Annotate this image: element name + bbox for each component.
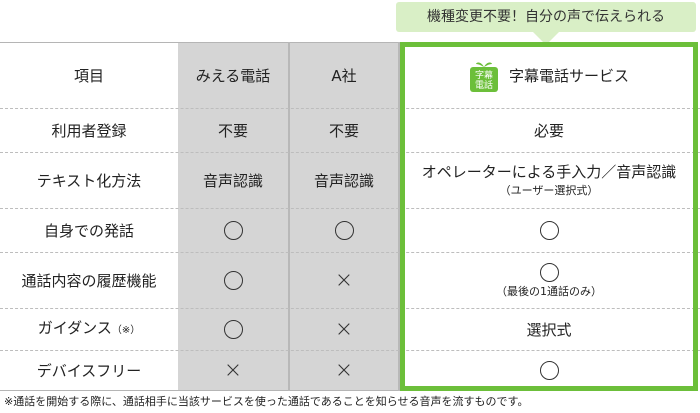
row-item: 自身での発話 (0, 209, 178, 252)
mieru-value: 不要 (217, 121, 248, 140)
logo-text-line1: 字幕 (475, 69, 493, 81)
jimaku-cell: （最後の1通話のみ） (400, 253, 698, 308)
a-company-cell: × (290, 253, 398, 308)
available-circle-icon (539, 221, 559, 240)
row-item: ガイダンス（※） (0, 309, 178, 350)
header-mieru: みえる電話 (178, 43, 288, 108)
jimaku-cell: オペレーターによる手入力／音声認識 （ユーザー選択式） (400, 153, 698, 208)
mieru-cell: × (178, 351, 288, 390)
row-item: 利用者登録 (0, 109, 178, 152)
mieru-value: 音声認識 (202, 171, 263, 190)
callout-pointer (533, 32, 559, 45)
row-divider (0, 252, 700, 253)
available-circle-icon (539, 361, 559, 380)
available-circle-icon (223, 320, 243, 339)
mieru-cell (178, 253, 288, 308)
a-company-value: 不要 (328, 121, 359, 140)
row-item: テキスト化方法 (0, 153, 178, 208)
a-company-cell: 不要 (290, 109, 398, 152)
mieru-cell (178, 209, 288, 252)
a-company-value: 音声認識 (313, 171, 374, 190)
available-circle-icon (223, 271, 243, 290)
mieru-cell: 不要 (178, 109, 288, 152)
header-jimaku: 字幕 電話 字幕電話サービス (400, 43, 698, 108)
jimaku-cell (400, 351, 698, 390)
callout-text: 機種変更不要！自分の声で伝えられる (427, 9, 665, 25)
mieru-cell (178, 309, 288, 350)
row-item-label: 通話内容の履歴機能 (21, 271, 157, 290)
footnote: ※通話を開始する際に、通話相手に当該サービスを使った通話であることを知らせる音声… (4, 395, 529, 408)
available-circle-icon (539, 262, 559, 282)
jimaku-cell (400, 209, 698, 252)
logo-text-line2: 電話 (475, 79, 493, 91)
feature-callout: 機種変更不要！自分の声で伝えられる (396, 2, 696, 32)
row-divider (0, 308, 700, 309)
jimaku-cell: 必要 (400, 109, 698, 152)
a-company-cell (290, 209, 398, 252)
jimaku-cell: 選択式 (400, 309, 698, 350)
header-a-company: A社 (290, 43, 398, 108)
unavailable-cross-icon: × (223, 357, 243, 383)
row-divider (0, 208, 700, 209)
row-item: デバイスフリー (0, 351, 178, 390)
column-divider (288, 42, 290, 391)
unavailable-cross-icon: × (334, 357, 354, 383)
table-top-rule (0, 42, 400, 43)
jimaku-value: 必要 (533, 121, 564, 140)
a-company-cell: × (290, 351, 398, 390)
header-item-label: 項目 (73, 66, 104, 85)
header-jimaku-label: 字幕電話サービス (508, 66, 629, 85)
jimaku-value: 選択式 (526, 320, 572, 339)
a-company-column-bg (290, 42, 398, 391)
row-item-label-wrap: ガイダンス（※） (38, 319, 141, 340)
jimaku-denwa-logo-icon: 字幕 電話 (469, 61, 498, 92)
unavailable-cross-icon: × (334, 267, 354, 293)
available-circle-icon (223, 221, 243, 240)
row-item-label: デバイスフリー (36, 361, 142, 380)
a-company-cell: 音声認識 (290, 153, 398, 208)
row-item-label: 利用者登録 (51, 121, 127, 140)
jimaku-note: （ユーザー選択式） (499, 184, 599, 197)
jimaku-highlight-frame (400, 42, 698, 391)
row-item: 通話内容の履歴機能 (0, 253, 178, 308)
jimaku-note: （最後の1通話のみ） (496, 284, 602, 298)
row-item-label: テキスト化方法 (36, 171, 142, 190)
table-bottom-rule (0, 390, 400, 391)
unavailable-cross-icon: × (334, 316, 354, 342)
available-circle-icon (334, 221, 354, 240)
jimaku-value: オペレーターによる手入力／音声認識 (421, 163, 677, 181)
jimaku-column-bg (400, 42, 698, 391)
column-divider (398, 42, 400, 391)
header-item: 項目 (0, 43, 178, 108)
header-mieru-label: みえる電話 (195, 66, 271, 85)
row-item-note-mark: （※） (111, 325, 141, 336)
a-company-cell: × (290, 309, 398, 350)
mieru-cell: 音声認識 (178, 153, 288, 208)
row-item-label: ガイダンス (37, 319, 112, 337)
row-divider (0, 108, 700, 109)
row-item-label: 自身での発話 (43, 221, 134, 240)
header-a-company-label: A社 (331, 66, 357, 85)
row-divider (0, 152, 700, 153)
row-divider (0, 350, 700, 351)
